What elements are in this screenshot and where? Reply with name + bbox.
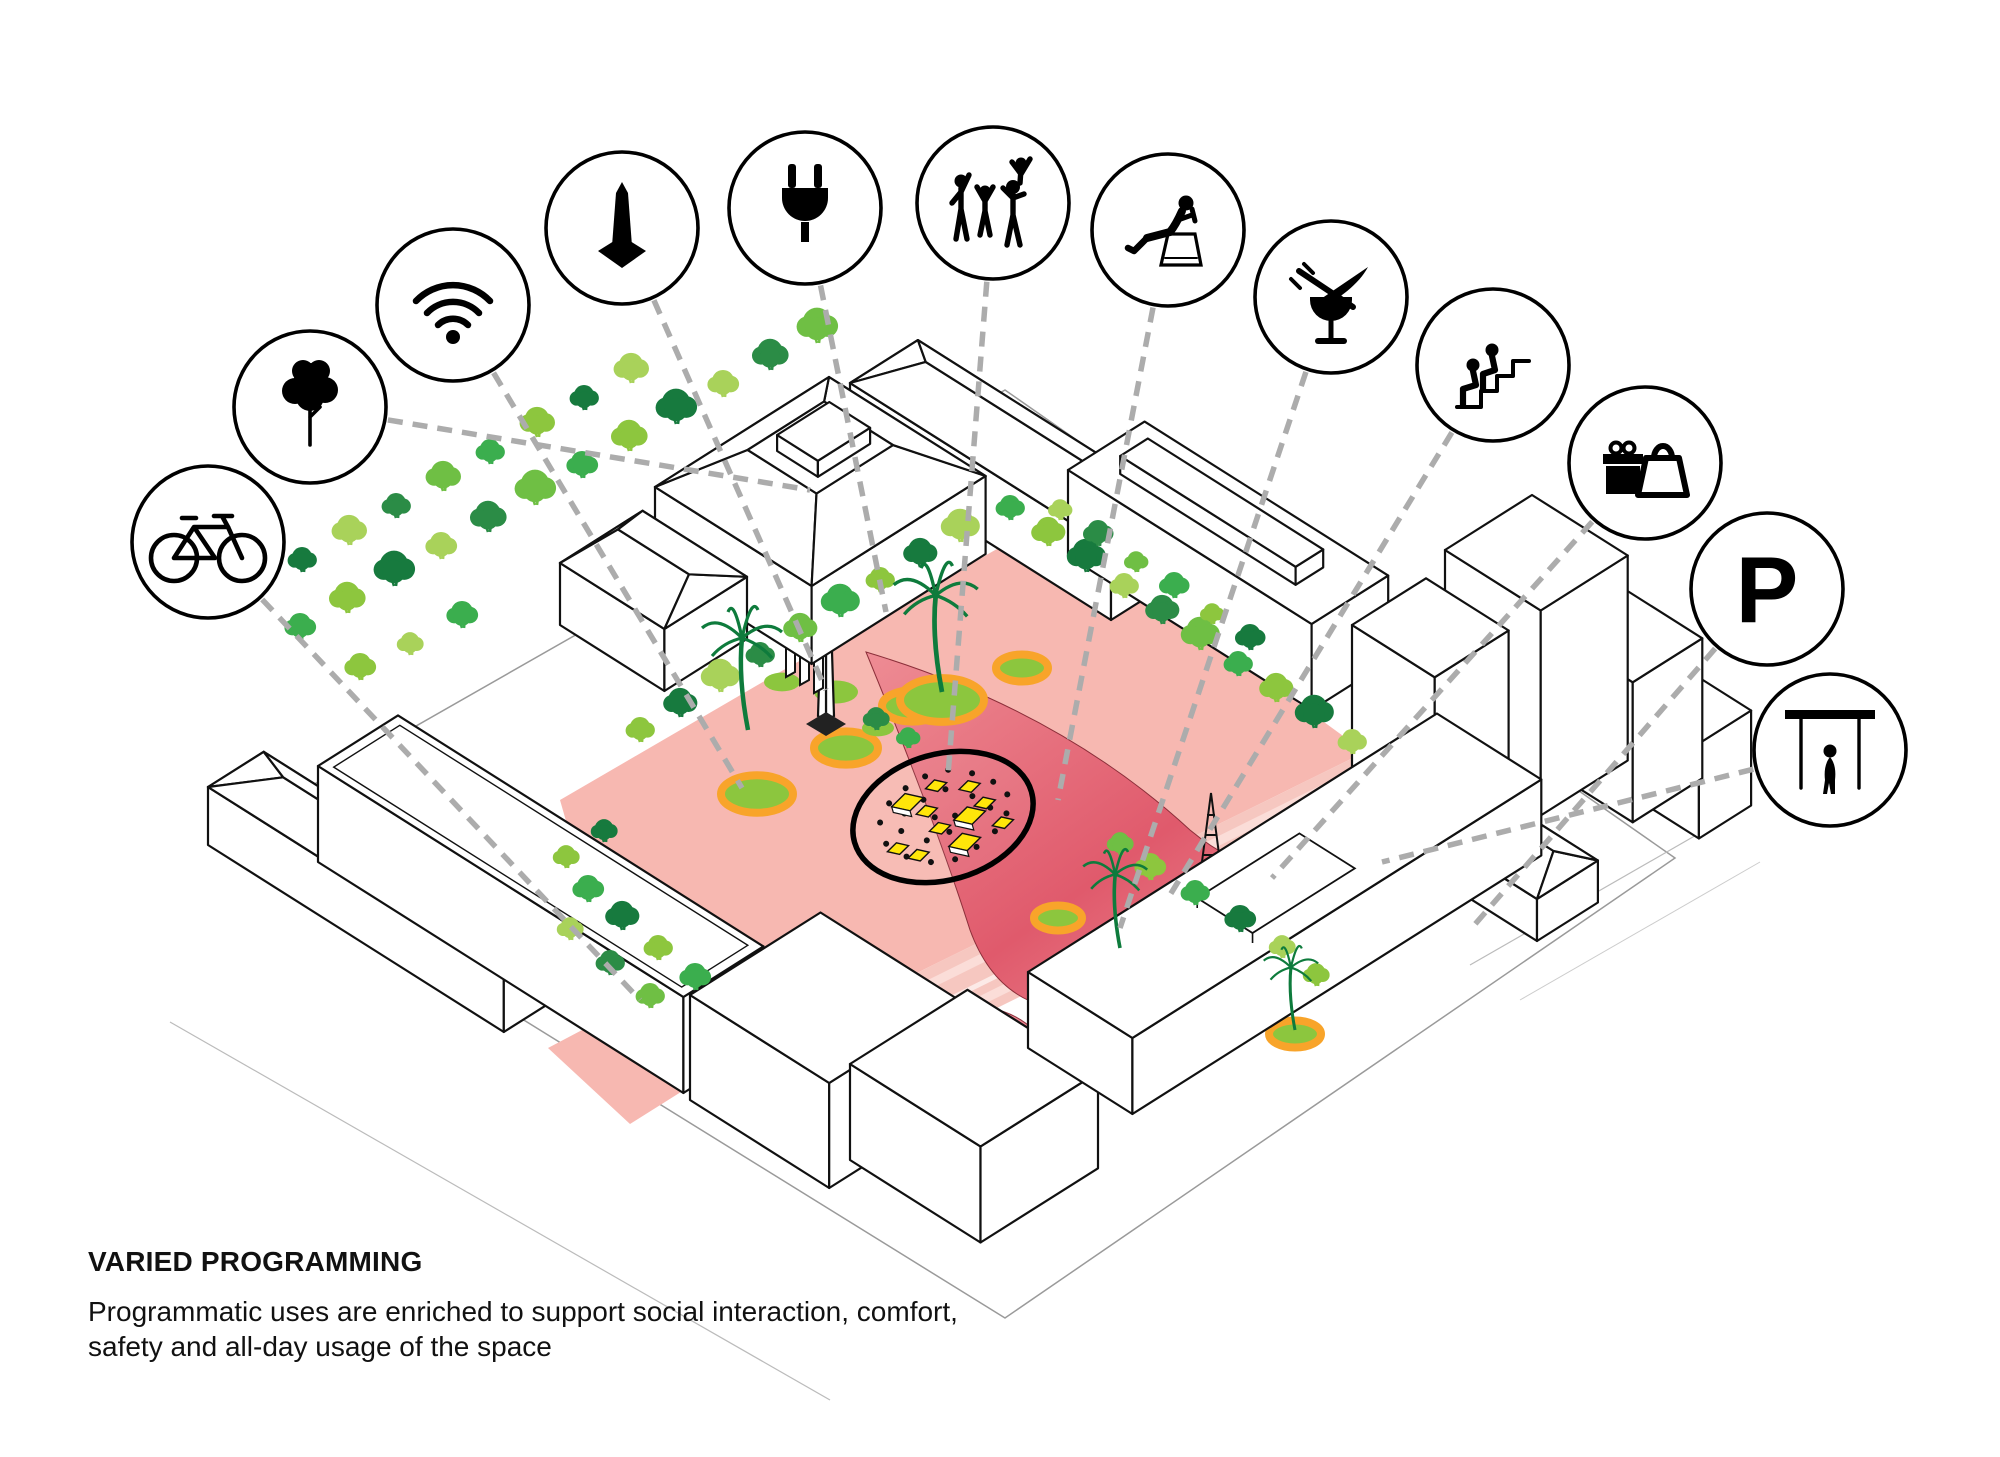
power-plug-icon — [727, 130, 883, 286]
plaza-trees — [552, 560, 1330, 1031]
parking-icon: P — [1689, 511, 1845, 667]
tree-bands — [284, 307, 1367, 755]
relax-seating-icon — [1090, 152, 1246, 308]
steps-seating-icon — [1415, 287, 1571, 443]
program-icons: P — [130, 125, 1908, 828]
caption-line-1: Programmatic uses are enriched to suppor… — [88, 1296, 958, 1327]
foreground-buildings — [206, 712, 1543, 1244]
caption-line-2: safety and all-day usage of the space — [88, 1330, 552, 1362]
tree-icon — [232, 329, 388, 485]
caption-block: VARIED PROGRAMMING Programmatic uses are… — [88, 1246, 958, 1364]
page-title: VARIED PROGRAMMING — [88, 1246, 423, 1277]
food-drink-icon — [1253, 219, 1409, 375]
event-circle — [850, 748, 1036, 886]
shopping-icon — [1567, 385, 1723, 541]
monument-icon — [544, 150, 700, 306]
swing-icon — [1752, 672, 1908, 828]
family-play-icon — [915, 125, 1071, 281]
dashed-connectors — [260, 281, 1755, 1002]
wifi-icon — [375, 227, 531, 383]
parking-letter: P — [1736, 537, 1799, 642]
bicycle-icon — [130, 464, 286, 620]
